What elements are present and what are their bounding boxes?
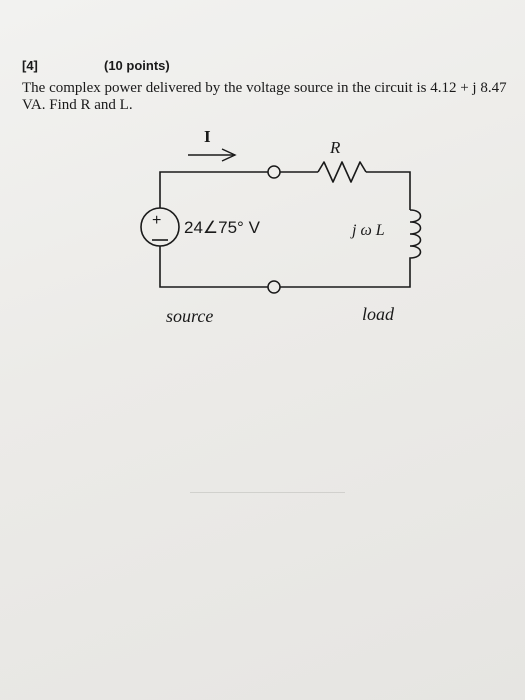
source-value: 24∠75° V: [184, 218, 261, 237]
problem-statement-line-2: VA. Find R and L.: [22, 97, 133, 113]
circuit-wires: [159, 161, 411, 288]
source-caption: source: [166, 306, 213, 326]
current-label: I: [204, 127, 211, 146]
source-polarity: +: [152, 212, 161, 229]
problem-statement-line-1: The complex power delivered by the volta…: [22, 80, 507, 96]
bottom-terminal: [267, 280, 281, 294]
inductor-label: j ω L: [350, 222, 385, 239]
voltage-source: [140, 207, 180, 247]
inductor-coil: [409, 209, 422, 262]
faint-bleed-through-line: [190, 492, 345, 493]
current-arrow: [188, 148, 237, 162]
load-caption: load: [362, 304, 395, 324]
problem-number: [4]: [22, 58, 38, 73]
problem-statement: The complex power delivered by the volta…: [22, 80, 512, 114]
problem-points: (10 points): [104, 58, 170, 73]
resistor-label: R: [329, 138, 341, 157]
top-terminal: [267, 165, 281, 179]
